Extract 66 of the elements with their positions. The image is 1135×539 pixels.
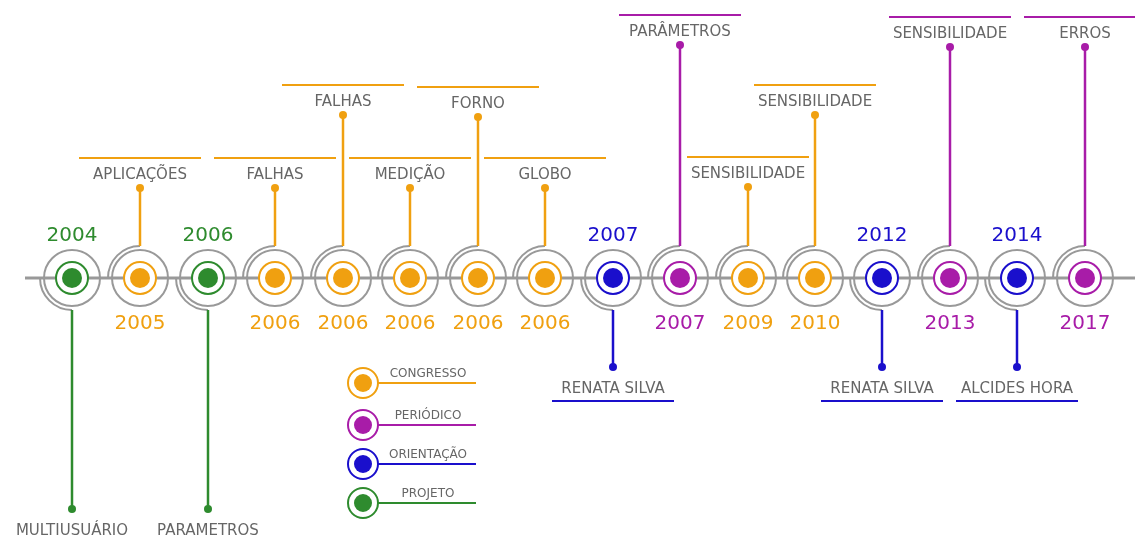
topic-label: SENSIBILIDADE [754, 84, 876, 112]
leader-line [271, 184, 279, 246]
leader-line [541, 184, 549, 246]
year-label: 2006 [451, 310, 505, 334]
leader-line [1013, 310, 1021, 371]
legend-label: CONGRESSO [388, 366, 468, 380]
leader-line [878, 310, 886, 371]
timeline-marker [245, 248, 305, 308]
topic-label: MEDIÇÃO [349, 157, 471, 185]
year-label: 2009 [721, 310, 775, 334]
year-label: 2006 [248, 310, 302, 334]
timeline-marker [920, 248, 980, 308]
year-label: 2007 [586, 222, 640, 246]
topic-label: FALHAS [282, 84, 404, 112]
timeline-marker [313, 248, 373, 308]
leader-line [406, 184, 414, 246]
leader-line [1081, 43, 1089, 246]
leader-line [609, 310, 617, 371]
topic-label: FALHAS [214, 157, 336, 185]
leader-line [811, 111, 819, 246]
year-label: 2007 [653, 310, 707, 334]
legend-label: PROJETO [400, 486, 456, 500]
timeline-marker [110, 248, 170, 308]
year-label: 2005 [113, 310, 167, 334]
topic-label: FORNO [417, 86, 539, 114]
year-label: 2013 [923, 310, 977, 334]
year-label: 2006 [518, 310, 572, 334]
leader-line [676, 41, 684, 246]
timeline-marker [583, 248, 643, 308]
legend-label: PERIÓDICO [393, 408, 463, 422]
year-label: 2010 [788, 310, 842, 334]
leader-line [204, 310, 212, 513]
timeline-marker [718, 248, 778, 308]
topic-label: SENSIBILIDADE [889, 16, 1011, 44]
timeline-marker [515, 248, 575, 308]
year-label: 2012 [855, 222, 909, 246]
year-label: 2004 [45, 222, 99, 246]
timeline-marker [785, 248, 845, 308]
leader-line [339, 111, 347, 246]
year-label: 2006 [316, 310, 370, 334]
topic-label: RENATA SILVA [821, 377, 943, 402]
timeline-marker [1055, 248, 1115, 308]
timeline-marker [987, 248, 1047, 308]
timeline-marker [448, 248, 508, 308]
year-label: 2006 [181, 222, 235, 246]
topic-label: ALCIDES HORA [956, 377, 1078, 402]
leader-line [744, 183, 752, 246]
year-label: 2006 [383, 310, 437, 334]
topic-label: GLOBO [484, 157, 606, 185]
topic-label: ERROS [1024, 16, 1135, 44]
timeline-marker [42, 248, 102, 308]
leader-line [68, 310, 76, 513]
leader-line [136, 184, 144, 246]
timeline-marker [178, 248, 238, 308]
topic-label: APLICAÇÕES [79, 157, 201, 185]
leader-line [474, 113, 482, 246]
topic-label: SENSIBILIDADE [687, 156, 809, 184]
legend-label: ORIENTAÇÃO [387, 447, 469, 461]
leader-line [946, 43, 954, 246]
year-label: 2014 [990, 222, 1044, 246]
timeline-marker [380, 248, 440, 308]
topic-label: RENATA SILVA [552, 377, 674, 402]
timeline-marker [650, 248, 710, 308]
year-label: 2017 [1058, 310, 1112, 334]
timeline-marker [852, 248, 912, 308]
topic-label: PARÂMETROS [619, 14, 741, 42]
